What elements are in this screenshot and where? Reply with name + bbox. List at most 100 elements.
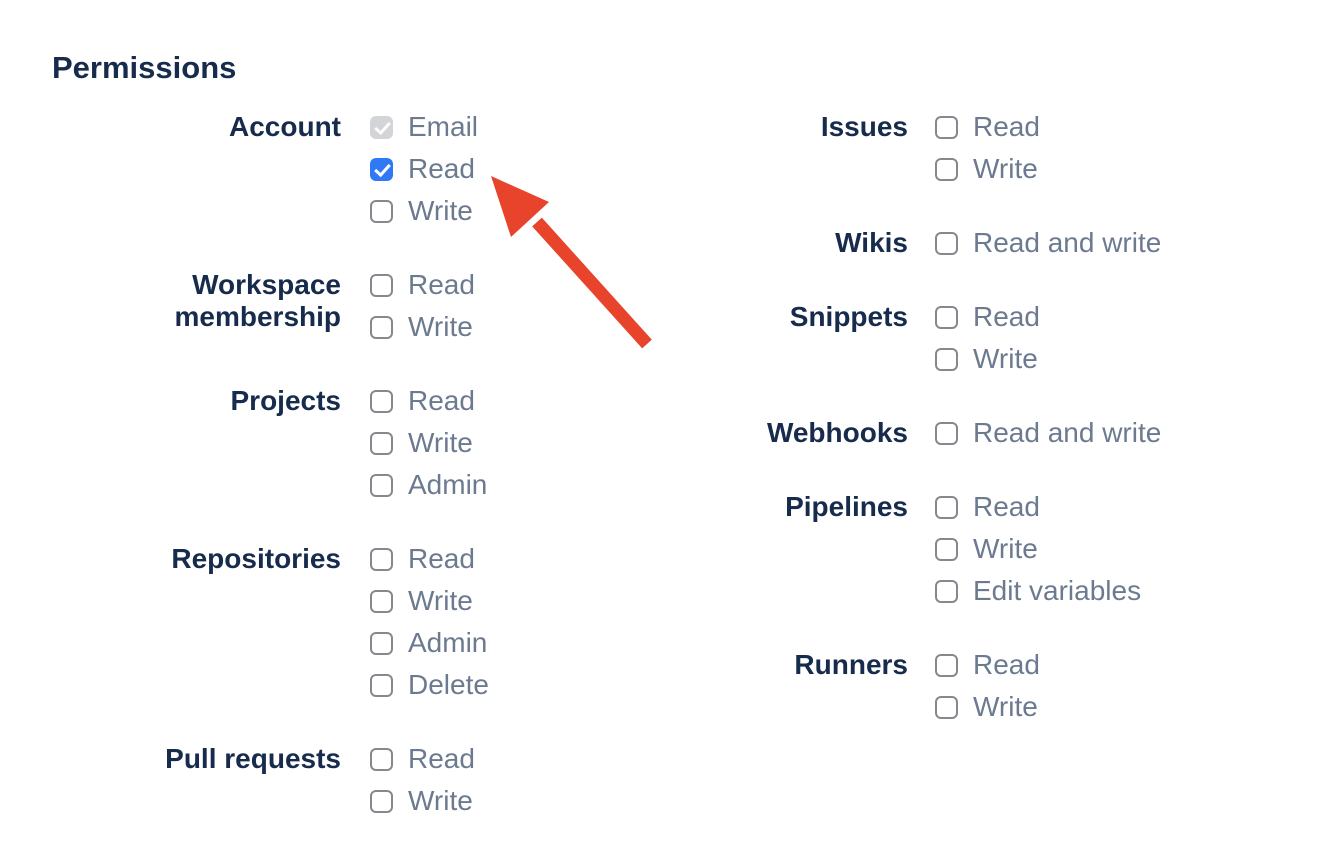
permission-group-projects: Projects Read Write Admin [52, 380, 660, 506]
checkbox-projects-read[interactable] [370, 389, 393, 413]
option-row: Write [935, 528, 1141, 570]
checkbox-issues-read[interactable] [935, 115, 958, 139]
checkbox-workspace-membership-write[interactable] [370, 315, 393, 339]
checkbox-repositories-delete[interactable] [370, 673, 393, 697]
checkbox-webhooks-read-and-write[interactable] [935, 421, 958, 445]
permission-group-issues: Issues Read Write [660, 106, 1322, 190]
group-label-issues: Issues [820, 111, 908, 142]
checkbox-label-pipelines-read[interactable]: Read [973, 491, 1040, 522]
group-label-runners: Runners [794, 649, 908, 680]
option-row: Write [935, 148, 1040, 190]
option-row: Email [370, 106, 478, 148]
checkbox-pull-requests-read[interactable] [370, 747, 393, 771]
permission-group-webhooks: Webhooks Read and write [660, 412, 1322, 454]
checkbox-pipelines-edit-variables[interactable] [935, 579, 958, 603]
checkbox-projects-admin[interactable] [370, 473, 393, 497]
option-row: Delete [370, 664, 489, 706]
checkbox-pull-requests-write[interactable] [370, 789, 393, 813]
group-label-projects: Projects [230, 385, 342, 416]
checkbox-pipelines-read[interactable] [935, 495, 958, 519]
group-label-workspace-membership: Workspace membership [174, 269, 342, 332]
checkbox-label-projects-read[interactable]: Read [408, 385, 475, 416]
checkbox-repositories-admin[interactable] [370, 631, 393, 655]
option-row: Read [370, 738, 475, 780]
permission-group-runners: Runners Read Write [660, 644, 1322, 728]
checkbox-label-workspace-membership-write[interactable]: Write [408, 311, 473, 342]
permission-group-snippets: Snippets Read Write [660, 296, 1322, 380]
option-row: Write [370, 580, 489, 622]
option-row: Read [370, 380, 487, 422]
checkbox-label-projects-admin[interactable]: Admin [408, 469, 488, 500]
checkbox-pipelines-write[interactable] [935, 537, 958, 561]
checkbox-snippets-write[interactable] [935, 347, 958, 371]
group-label-webhooks: Webhooks [766, 417, 908, 448]
checkbox-wikis-read-and-write[interactable] [935, 231, 958, 255]
checkbox-label-issues-write[interactable]: Write [973, 153, 1038, 184]
checkbox-label-runners-write[interactable]: Write [973, 691, 1038, 722]
option-row: Read [370, 148, 478, 190]
permissions-columns: Account Email Read Write [52, 106, 1322, 844]
option-row: Read [935, 296, 1040, 338]
option-row: Read [935, 644, 1040, 686]
option-row: Read [370, 264, 475, 306]
checkbox-label-repositories-delete[interactable]: Delete [408, 669, 489, 700]
permissions-heading: Permissions [52, 50, 237, 85]
option-row: Read [935, 106, 1040, 148]
group-label-pipelines: Pipelines [785, 491, 908, 522]
option-row: Edit variables [935, 570, 1141, 612]
checkbox-label-pipelines-edit-variables[interactable]: Edit variables [973, 575, 1142, 606]
checkbox-runners-write[interactable] [935, 695, 958, 719]
checkbox-runners-read[interactable] [935, 653, 958, 677]
checkbox-label-account-write[interactable]: Write [408, 195, 473, 226]
option-row: Admin [370, 464, 487, 506]
checkbox-projects-write[interactable] [370, 431, 393, 455]
checkbox-repositories-read[interactable] [370, 547, 393, 571]
checkbox-account-write[interactable] [370, 199, 393, 223]
checkbox-label-pull-requests-write[interactable]: Write [408, 785, 473, 816]
permission-group-pipelines: Pipelines Read Write Edit variables [660, 486, 1322, 612]
checkbox-label-repositories-admin[interactable]: Admin [408, 627, 488, 658]
option-row: Read and write [935, 412, 1161, 454]
option-row: Read and write [935, 222, 1161, 264]
checkbox-account-read[interactable] [370, 157, 393, 181]
checkbox-label-repositories-read[interactable]: Read [408, 543, 475, 574]
checkbox-label-workspace-membership-read[interactable]: Read [408, 269, 475, 300]
option-row: Write [370, 306, 475, 348]
checkbox-label-account-read[interactable]: Read [408, 153, 475, 184]
checkbox-label-account-email: Email [408, 111, 479, 142]
checkbox-label-pull-requests-read[interactable]: Read [408, 743, 475, 774]
option-row: Write [935, 686, 1040, 728]
checkbox-label-runners-read[interactable]: Read [973, 649, 1040, 680]
checkbox-label-issues-read[interactable]: Read [973, 111, 1040, 142]
option-row: Read [935, 486, 1141, 528]
permissions-column-left: Account Email Read Write [52, 106, 660, 844]
checkbox-workspace-membership-read[interactable] [370, 273, 393, 297]
checkbox-repositories-write[interactable] [370, 589, 393, 613]
option-row: Write [935, 338, 1040, 380]
checkbox-label-webhooks-read-and-write[interactable]: Read and write [973, 417, 1162, 448]
checkbox-label-repositories-write[interactable]: Write [408, 585, 473, 616]
checkbox-label-snippets-read[interactable]: Read [973, 301, 1040, 332]
permission-group-workspace-membership: Workspace membership Read Write [52, 264, 660, 348]
group-label-pull-requests: Pull requests [165, 743, 341, 774]
checkbox-label-pipelines-write[interactable]: Write [973, 533, 1038, 564]
group-label-wikis: Wikis [835, 227, 908, 258]
group-label-account: Account [229, 111, 341, 142]
group-label-repositories: Repositories [171, 543, 341, 574]
checkbox-label-projects-write[interactable]: Write [408, 427, 473, 458]
option-row: Read [370, 538, 489, 580]
group-label-snippets: Snippets [789, 301, 908, 332]
permission-group-pull-requests: Pull requests Read Write [52, 738, 660, 822]
checkbox-issues-write[interactable] [935, 157, 958, 181]
permission-group-account: Account Email Read Write [52, 106, 660, 232]
option-row: Write [370, 190, 478, 232]
checkbox-snippets-read[interactable] [935, 305, 958, 329]
permission-group-wikis: Wikis Read and write [660, 222, 1322, 264]
checkbox-label-wikis-read-and-write[interactable]: Read and write [973, 227, 1162, 258]
checkbox-account-email [370, 115, 393, 139]
checkbox-label-snippets-write[interactable]: Write [973, 343, 1038, 374]
option-row: Write [370, 780, 475, 822]
permissions-column-right: Issues Read Write Wikis [660, 106, 1322, 760]
option-row: Admin [370, 622, 489, 664]
